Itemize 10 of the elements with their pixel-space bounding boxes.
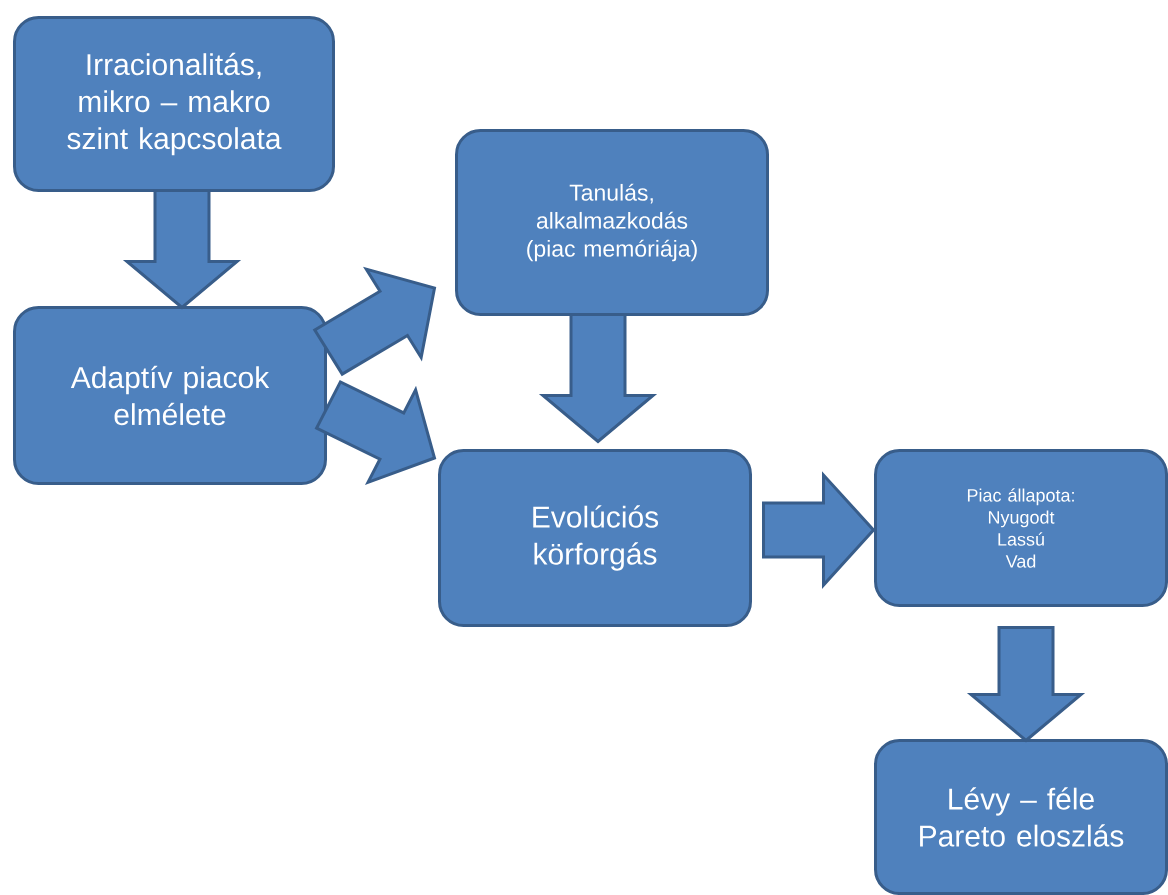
- process-box: Tanulás, alkalmazkodás (piac memóriája): [455, 129, 769, 316]
- process-box: Irracionalitás, mikro – makro szint kapcsolata: [13, 16, 335, 192]
- process-box: Lévy – féle Pareto eloszlás: [874, 739, 1168, 895]
- block-arrow: [762, 471, 876, 589]
- block-arrow: [538, 313, 658, 444]
- block-arrow: [966, 626, 1086, 743]
- process-box: Adaptív piacok elmélete: [13, 306, 327, 485]
- process-box: Piac állapota: Nyugodt Lassú Vad: [874, 449, 1168, 607]
- block-arrow: [122, 189, 242, 310]
- process-box: Evolúciós körforgás: [438, 449, 752, 627]
